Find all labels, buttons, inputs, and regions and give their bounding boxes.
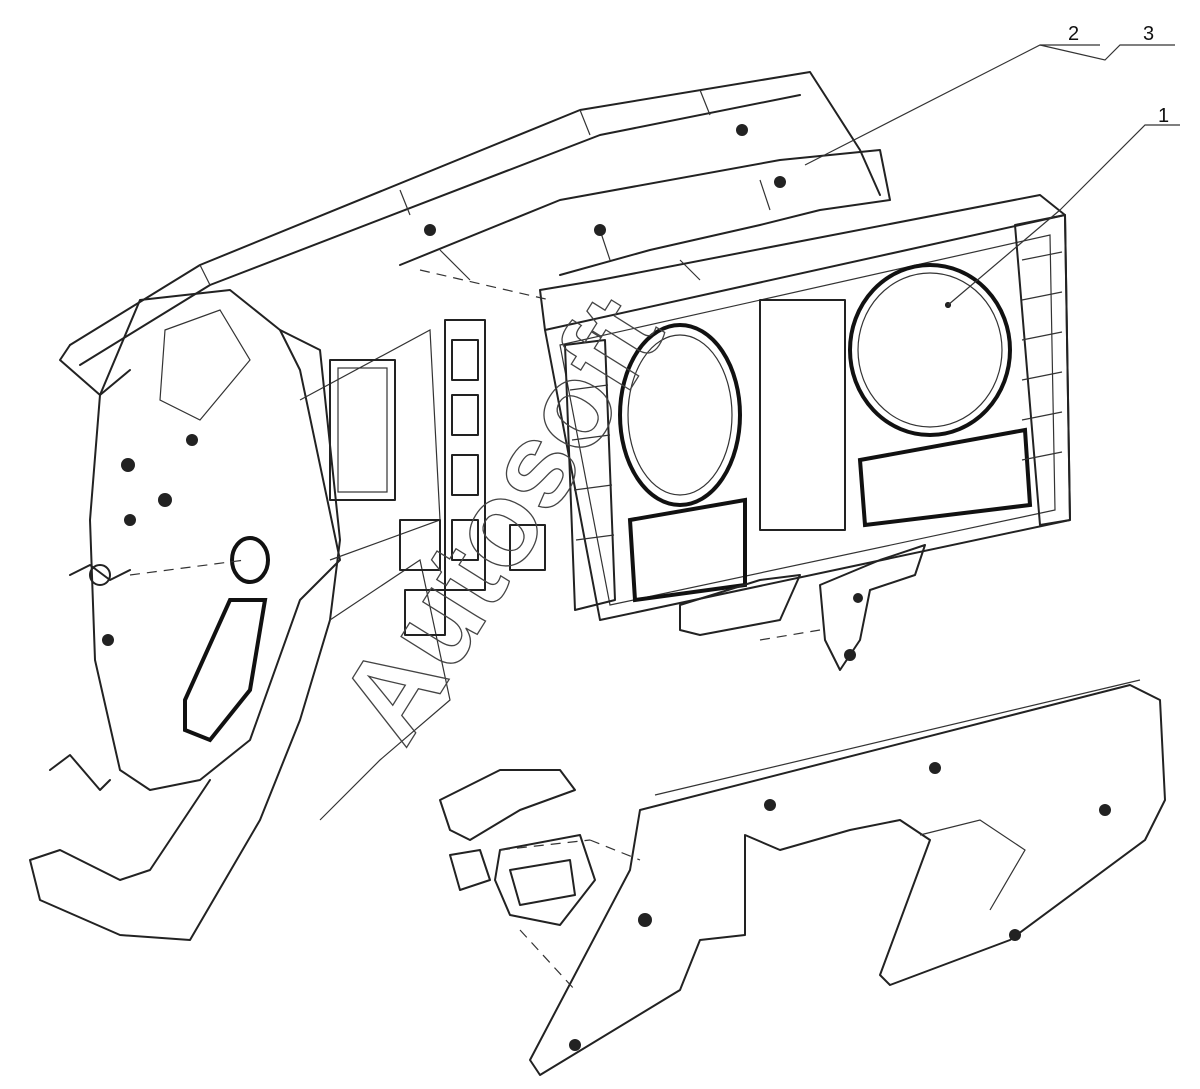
mount-hole: [124, 514, 136, 526]
left-display-window: [329, 359, 396, 501]
callout-3-label: 3: [1143, 23, 1154, 45]
switch-slot: [404, 589, 446, 636]
oval-cutout: [183, 598, 268, 743]
instrument-cluster-housing: [539, 194, 1071, 621]
switch-slot: [509, 524, 546, 571]
switch-slot: [451, 454, 479, 496]
mount-hole: [186, 434, 198, 446]
lower-left-console: [29, 329, 451, 941]
left-side-panel: [69, 289, 341, 791]
callout-2-label: 2: [1068, 23, 1079, 45]
center-display-window: [759, 299, 846, 531]
switch-slot: [399, 519, 441, 571]
switch-slot: [451, 394, 479, 436]
round-opening: [230, 536, 270, 584]
callout-1-label: 1: [1158, 105, 1169, 127]
side-vent: [1014, 214, 1071, 526]
switch-slot: [451, 519, 479, 561]
lower-right-window: [857, 427, 1033, 528]
mount-hole: [158, 493, 172, 507]
callout-3-leader: [1039, 44, 1175, 61]
lower-shroud-cover: [529, 679, 1166, 1076]
callout-leaders: [804, 44, 1180, 308]
side-vent: [564, 339, 616, 611]
left-gauge-opening: [618, 323, 742, 507]
knob-icon: [89, 564, 111, 586]
switch-slot: [451, 339, 479, 381]
assembly-leader-lines: [129, 269, 821, 991]
center-switch-column: [329, 319, 546, 636]
cluster-top-bracket: [399, 124, 891, 281]
mount-hole: [102, 634, 114, 646]
cluster-bottom-bracket: [679, 544, 926, 671]
switch-knob: [69, 564, 131, 581]
callout-2-leader: [804, 44, 1100, 166]
lower-left-window: [627, 497, 747, 603]
callout-1-leader: [1059, 124, 1180, 211]
switch-module: [439, 769, 596, 926]
mount-hole: [121, 458, 135, 472]
right-gauge-opening: [848, 263, 1012, 437]
dashboard-top-rail: [59, 71, 881, 396]
